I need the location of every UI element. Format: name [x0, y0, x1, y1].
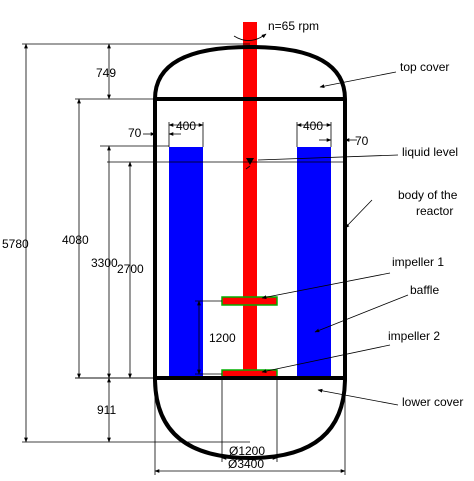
- label-liquid-level: liquid level: [402, 145, 458, 159]
- dim-baffle-width-right: 400: [303, 119, 323, 133]
- label-impeller-2: impeller 2: [388, 329, 440, 343]
- dim-baffle-width-left: 400: [176, 119, 196, 133]
- shaft: [243, 22, 257, 377]
- rotation-arrow-icon: [233, 33, 267, 41]
- label-body-line1: body of the: [398, 188, 458, 202]
- dim-baffle-height: 2700: [117, 262, 144, 276]
- dim-lower-cover-height: 911: [97, 403, 116, 417]
- rotation-speed: n=65 rpm: [268, 19, 319, 33]
- label-impeller-1: impeller 1: [392, 255, 444, 269]
- dim-gap-right: 70: [355, 134, 369, 148]
- dim-liquid-height: 3300: [91, 256, 118, 270]
- dim-body-height: 4080: [62, 233, 89, 247]
- leader-lines: [257, 71, 409, 406]
- dim-total-height: 5780: [2, 237, 29, 251]
- label-body-line2: reactor: [416, 204, 453, 218]
- right-baffle: [297, 147, 331, 379]
- dim-vessel-diameter: Ø3400: [228, 457, 264, 471]
- dim-impeller-diameter: Ø1200: [229, 444, 265, 458]
- dim-top-cover-height: 749: [96, 66, 116, 80]
- dim-gap-left: 70: [128, 126, 142, 140]
- left-baffle: [169, 147, 203, 379]
- impeller-1: [221, 296, 278, 306]
- label-top-cover: top cover: [400, 60, 449, 74]
- label-lower-cover: lower cover: [402, 395, 463, 409]
- dim-impeller-spacing: 1200: [209, 331, 236, 345]
- liquid-level-icon: [246, 158, 254, 165]
- label-baffle: baffle: [410, 283, 439, 297]
